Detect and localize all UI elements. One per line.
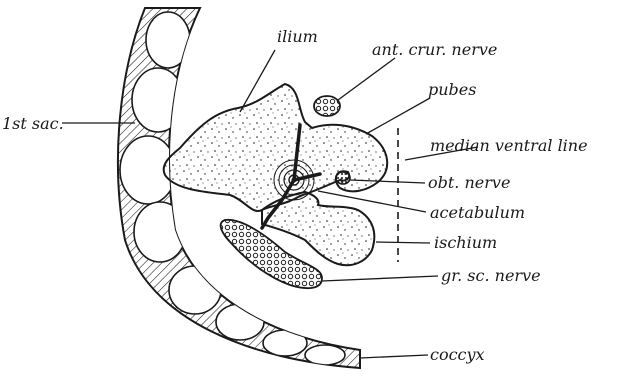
label-first-sac: 1st sac. (2, 114, 64, 133)
label-ant-crur-nerve: ant. crur. nerve (372, 40, 497, 59)
label-obt-nerve: obt. nerve (428, 173, 510, 192)
ilium-bone (164, 84, 388, 211)
label-acetabulum: acetabulum (430, 203, 525, 222)
label-ischium: ischium (434, 233, 497, 252)
obt-nerve-shape (336, 172, 350, 184)
label-coccyx: coccyx (430, 345, 485, 364)
label-median-ventral-line: median ventral line (430, 136, 588, 155)
label-gr-sc-nerve: gr. sc. nerve (441, 266, 541, 285)
ant-crur-nerve-shape (314, 96, 340, 116)
label-pubes: pubes (428, 80, 476, 99)
label-ilium: ilium (277, 27, 318, 46)
